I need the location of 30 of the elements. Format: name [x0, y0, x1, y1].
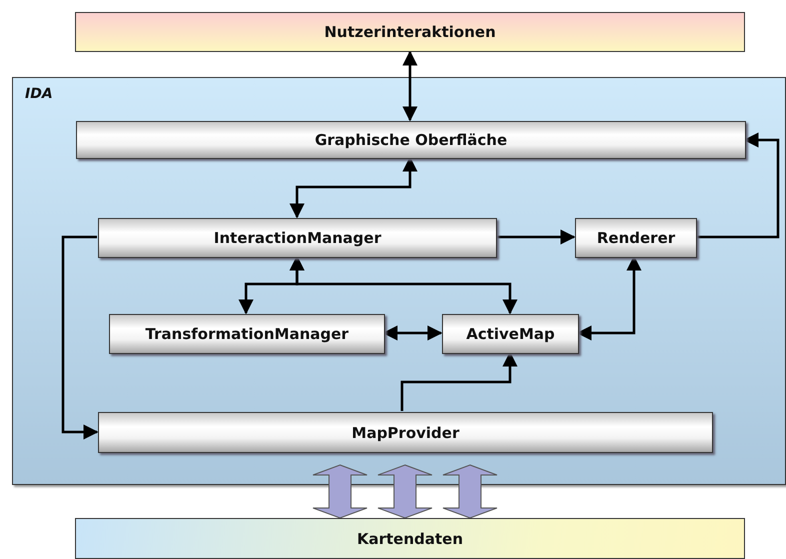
box-label: Kartendaten	[356, 530, 464, 548]
component-box	[109, 314, 385, 354]
double-block-arrow	[442, 464, 498, 519]
box-label: InteractionManager	[214, 229, 382, 247]
component-box	[76, 121, 746, 159]
connector-arrow	[402, 50, 418, 122]
connector-arrow	[576, 256, 642, 340]
connector-arrow	[400, 352, 518, 411]
box-label: TransformationManager	[145, 325, 349, 343]
component-box	[98, 412, 713, 453]
connector-arrow	[290, 156, 418, 218]
layer-band	[75, 12, 745, 52]
connector-arrow	[62, 236, 98, 440]
box-label: ActiveMap	[466, 325, 555, 343]
box-label: Graphische Oberfläche	[314, 131, 508, 149]
double-block-arrow	[378, 464, 432, 519]
box-label: Renderer	[596, 229, 676, 247]
component-box	[575, 218, 697, 258]
component-box	[442, 314, 579, 354]
system-container	[12, 77, 786, 485]
component-box	[98, 218, 497, 258]
container-title: IDA	[25, 86, 53, 102]
double-block-arrow	[312, 464, 368, 519]
box-label: MapProvider	[352, 424, 460, 442]
connector-arrow	[290, 256, 518, 314]
box-label: Nutzerinteraktionen	[324, 23, 496, 41]
connector-arrow	[696, 132, 780, 238]
connector-arrow	[496, 230, 576, 244]
layer-band	[75, 518, 745, 559]
connector-arrow	[382, 326, 442, 340]
